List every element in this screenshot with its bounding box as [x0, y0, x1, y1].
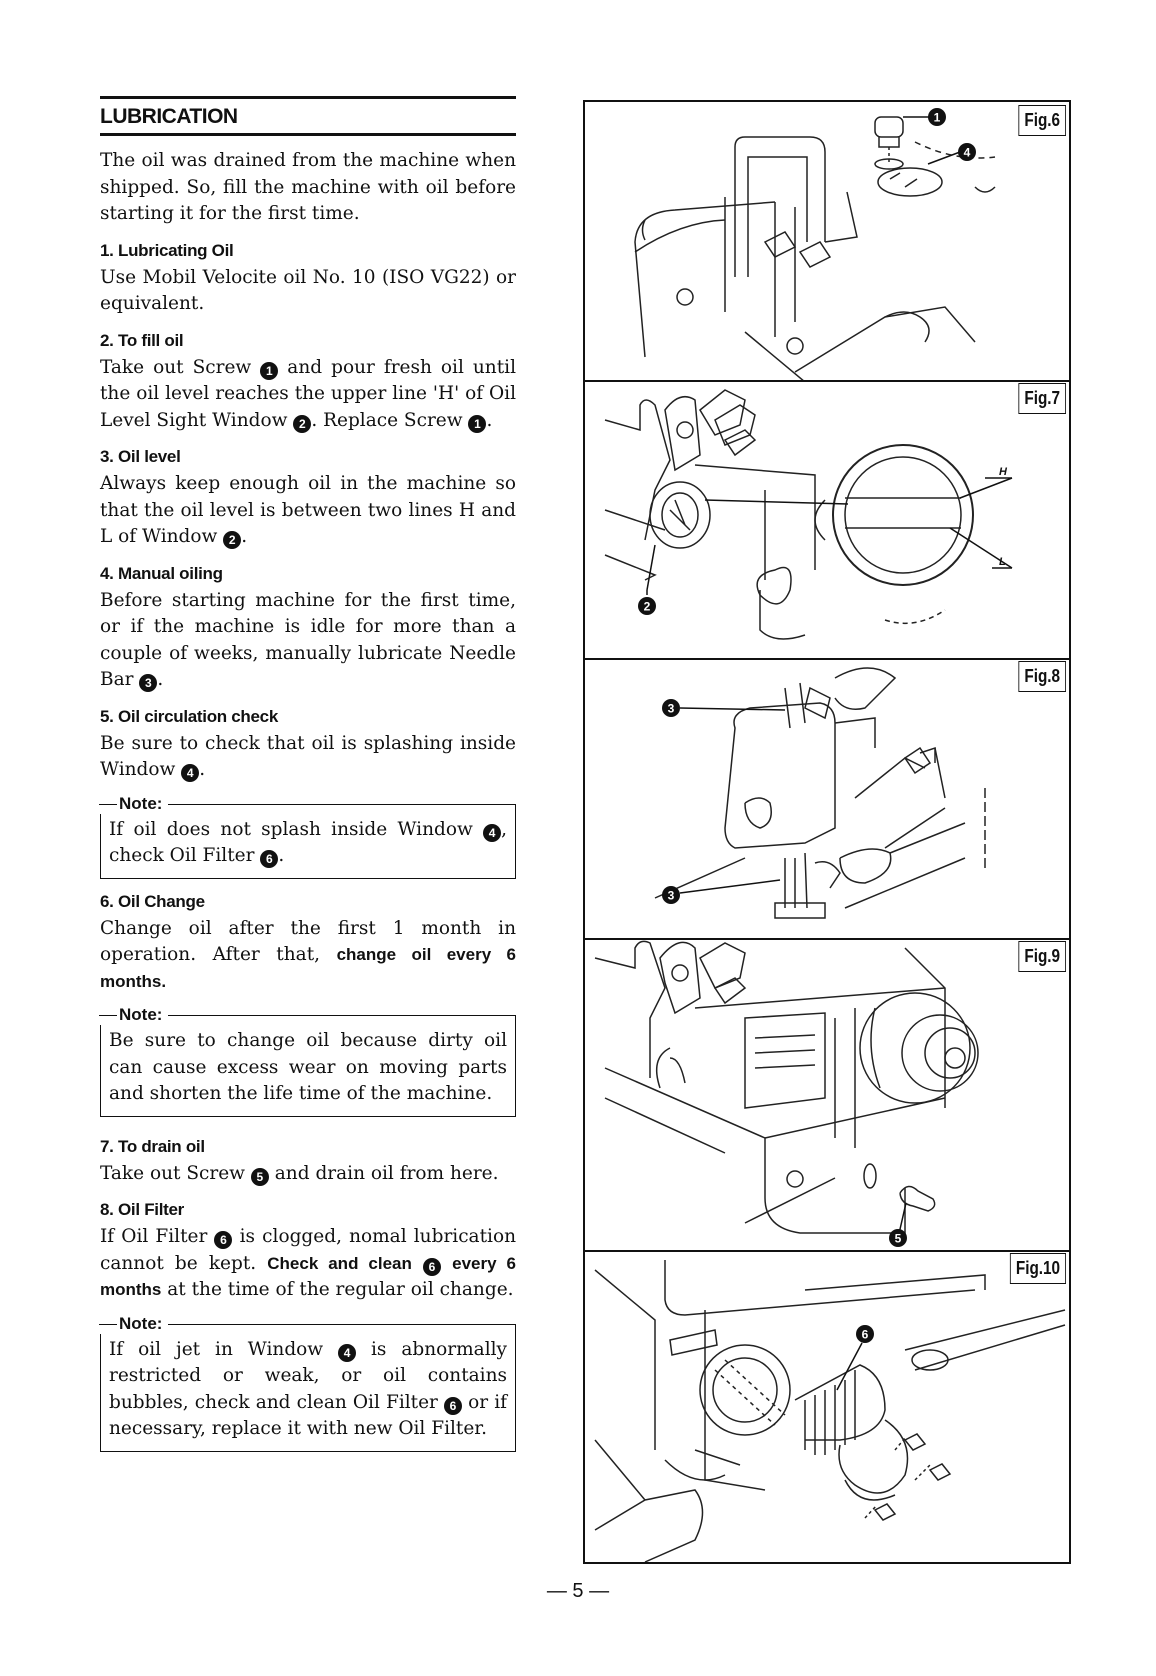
- s4-text: Before starting machine for the first ti…: [100, 589, 516, 692]
- svg-text:1: 1: [934, 111, 941, 125]
- note-box-1: Note: If oil does not splash inside Wind…: [99, 793, 516, 879]
- fig7-label: Fig.7: [1018, 383, 1066, 414]
- marker-1: 1: [468, 414, 487, 433]
- note-label: Note:: [99, 793, 169, 814]
- figure-6: 1 4 Fig.6: [585, 102, 1069, 382]
- figure-9: 5 Fig.9: [585, 938, 1069, 1252]
- fig9-illustration: 5: [594, 940, 979, 1247]
- marker-5: 5: [250, 1167, 269, 1186]
- svg-text:5: 5: [895, 1232, 902, 1246]
- section-title: LUBRICATION: [100, 96, 516, 136]
- s6-text: Change oil after the first 1 month in op…: [100, 917, 516, 991]
- callout-1: [928, 108, 946, 126]
- marker-3: 3: [139, 674, 158, 692]
- intro-paragraph: The oil was drained from the machine whe…: [100, 150, 516, 224]
- s8-heading: 8. Oil Filter: [100, 1200, 184, 1219]
- callout-4: [958, 143, 976, 161]
- fig10-label: Fig.10: [1009, 1253, 1066, 1284]
- svg-text:3: 3: [668, 702, 675, 716]
- callout-2: [638, 597, 656, 615]
- callout-5: [889, 1229, 907, 1247]
- fig8-label: Fig.8: [1018, 661, 1066, 692]
- figure-10: 6 Fig.10: [585, 1250, 1069, 1562]
- s2-heading: 2. To fill oil: [100, 330, 184, 350]
- fig8-illustration: 3 3: [654, 667, 986, 919]
- note-label: Note:: [99, 1005, 169, 1025]
- s1-text: Use Mobil Velocite oil No. 10 (ISO VG22)…: [100, 266, 516, 315]
- s1-heading: 1. Lubricating Oil: [100, 240, 234, 260]
- note2-text: Be sure to change oil because dirty oil …: [109, 1030, 507, 1104]
- marker-2: 2: [293, 414, 312, 433]
- s3-heading: 3. Oil level: [100, 447, 181, 466]
- fig6-illustration: 1 4: [634, 108, 996, 380]
- note1-text: If oil does not splash inside Window 4, …: [109, 818, 507, 868]
- s5-heading: 5. Oil circulation check: [100, 706, 278, 726]
- callout-6: [856, 1325, 874, 1343]
- note-box-3: Note: If oil jet in Window 4 is abnormal…: [99, 1313, 516, 1452]
- level-h-label: H: [999, 466, 1008, 478]
- marker-1: 1: [260, 361, 279, 380]
- fig9-label: Fig.9: [1018, 941, 1066, 972]
- s5-text: Be sure to check that oil is splashing i…: [100, 732, 516, 782]
- marker-2: 2: [223, 531, 242, 549]
- callout-3: [662, 699, 680, 717]
- figure-7: H L 2 Fig.7: [585, 380, 1069, 660]
- level-l-label: L: [999, 556, 1006, 568]
- text-column: LUBRICATION The oil was drained from the…: [99, 96, 516, 1456]
- fig7-illustration: H L 2: [604, 389, 1013, 640]
- s3-text: Always keep enough oil in the machine so…: [100, 473, 516, 549]
- s4-heading: 4. Manual oiling: [100, 563, 223, 583]
- marker-4: 4: [483, 823, 502, 842]
- note3-text: If oil jet in Window 4 is abnormally res…: [109, 1338, 507, 1440]
- callout-3b: [662, 886, 680, 904]
- note-box-2: Note: Be sure to change oil because dirt…: [99, 1005, 516, 1117]
- marker-6: 6: [444, 1396, 463, 1415]
- svg-text:6: 6: [862, 1328, 869, 1342]
- marker-6: 6: [260, 850, 279, 868]
- s7-text: Take out Screw 5 and drain oil from here…: [100, 1162, 499, 1186]
- s6-heading: 6. Oil Change: [100, 891, 205, 911]
- marker-6: 6: [423, 1257, 442, 1276]
- svg-text:3: 3: [668, 889, 675, 903]
- page-number: — 5 —: [546, 1580, 610, 1602]
- svg-text:4: 4: [964, 146, 971, 160]
- figures-panel: 1 4 Fig.6: [583, 100, 1071, 1564]
- s2-text: Take out Screw 1 and pour fresh oil unti…: [100, 356, 516, 433]
- fig6-label: Fig.6: [1018, 105, 1066, 136]
- note-label: Note:: [99, 1313, 169, 1334]
- s8-text: If Oil Filter 6 is clogged, nomal lubric…: [100, 1226, 516, 1300]
- marker-4: 4: [338, 1343, 357, 1362]
- figure-8: 3 3 Fig.8: [585, 658, 1069, 940]
- s7-heading: 7. To drain oil: [100, 1136, 205, 1156]
- svg-text:2: 2: [644, 600, 651, 614]
- marker-6: 6: [214, 1231, 233, 1249]
- fig10-illustration: 6: [594, 1260, 1066, 1562]
- marker-4: 4: [181, 764, 200, 782]
